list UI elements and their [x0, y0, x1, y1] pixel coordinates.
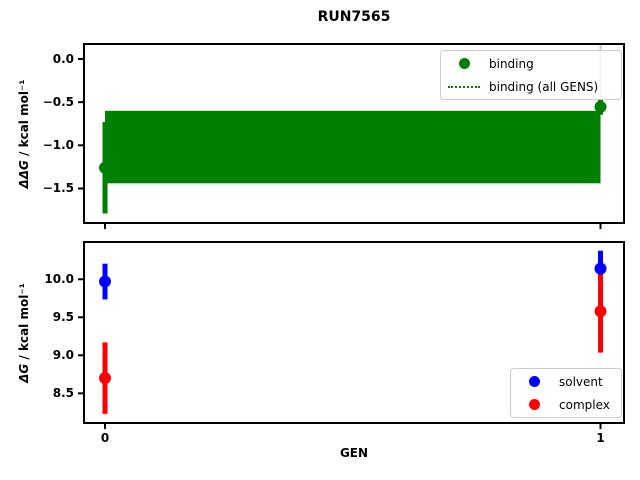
legend-label: complex [559, 397, 610, 412]
solvent-point [594, 262, 607, 275]
y-tick-label: 10.0 [44, 272, 74, 287]
legend-solvent-complex: solvent complex [510, 368, 622, 418]
x-axis-label: GEN [339, 446, 369, 460]
x-tick-label: 0 [100, 431, 110, 445]
legend-item-binding-all-gens: binding (all GENS) [441, 75, 621, 98]
solvent-point [99, 275, 112, 288]
y-tick-label: −0.5 [42, 95, 74, 110]
legend-label: binding (all GENS) [489, 79, 599, 94]
y-tick-label: 8.5 [52, 386, 74, 401]
complex-point [594, 305, 607, 318]
figure-title: RUN7565 [317, 9, 391, 25]
x-tick-label: 1 [596, 431, 605, 445]
legend-binding: binding binding (all GENS) [440, 50, 622, 100]
complex-marker-icon [528, 399, 540, 410]
y-tick-label: 0.0 [52, 52, 74, 67]
dotted-line-icon [448, 85, 480, 88]
y-tick-label: 9.0 [52, 348, 74, 363]
legend-item-solvent: solvent [511, 370, 621, 393]
solvent-marker-icon [528, 376, 540, 387]
y-tick-label: −1.0 [42, 138, 74, 153]
complex-point [99, 372, 112, 385]
y-axis-label-dg: ΔG / kcal mol⁻¹ [17, 283, 31, 383]
binding-marker-icon [458, 58, 470, 69]
axes-spine [83, 241, 625, 424]
legend-item-binding: binding [441, 52, 621, 75]
legend-item-complex: complex [511, 393, 621, 416]
binding-point [99, 161, 112, 174]
y-axis-label-math: ΔG [17, 363, 31, 383]
y-tick-label: −1.5 [42, 181, 74, 196]
legend-label: solvent [559, 374, 603, 389]
legend-label: binding [489, 56, 534, 71]
binding-point [594, 100, 607, 113]
axes-spine [83, 43, 625, 224]
y-tick-label: 9.5 [52, 310, 74, 325]
